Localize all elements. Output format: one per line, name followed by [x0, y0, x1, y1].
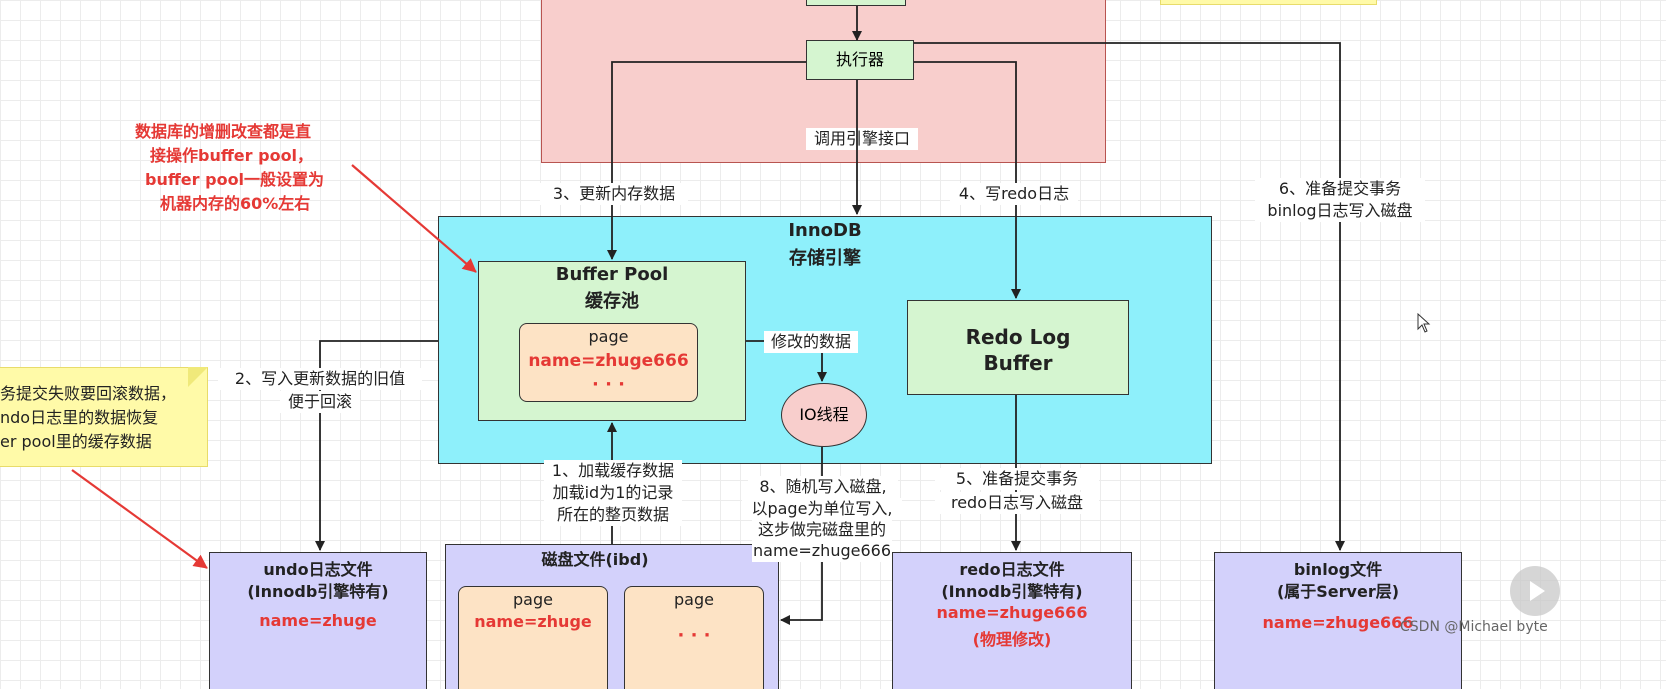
undo-file-value: name=zhuge [259, 611, 377, 630]
redo-log-buffer-line1: Redo Log [965, 325, 1071, 349]
redo-file-title: redo日志文件 [959, 560, 1065, 579]
play-icon [1530, 581, 1545, 601]
rollback-note-line1: 务提交失败要回滚数据， [0, 384, 177, 403]
step8-line2: 以page为单位写入, [742, 498, 902, 520]
binlog-file-box [1214, 552, 1462, 689]
step5-line2: redo日志写入磁盘 [935, 492, 1099, 514]
buffer-pool-note-line2: 接操作buffer pool， [150, 146, 314, 165]
rollback-note-box [0, 367, 208, 467]
buffer-pool-page-box [519, 323, 698, 402]
binlog-file-value: name=zhuge666 [1262, 613, 1414, 632]
undo-file-subtitle: (Innodb引擎特有) [247, 582, 389, 601]
disk-page2-box [624, 586, 764, 689]
step2-line1: 2、写入更新数据的旧值 [218, 368, 422, 390]
step8-line4: name=zhuge666 [752, 540, 892, 562]
yellow-tab [1160, 0, 1377, 5]
undo-file-box [209, 552, 427, 689]
call-engine-label: 调用引擎接口 [806, 128, 918, 150]
buffer-pool-page-label: page [588, 327, 629, 346]
io-thread-ellipse: IO线程 [781, 383, 867, 447]
watermark-text: CSDN @Michael byte [1400, 619, 1548, 635]
step1-line1: 1、加载缓存数据 [544, 460, 682, 482]
step1-line3: 所在的整页数据 [544, 504, 682, 526]
redo-file-value: name=zhuge666 [936, 603, 1088, 622]
buffer-pool-page-dots: · · · [591, 374, 626, 395]
buffer-pool-page-value: name=zhuge666 [528, 351, 689, 371]
redo-file-box [892, 552, 1132, 689]
buffer-pool-subtitle: 缓存池 [585, 291, 639, 312]
buffer-pool-note-line4: 机器内存的60%左右 [160, 194, 311, 213]
step8-line3: 这步做完磁盘里的 [752, 519, 892, 541]
step4-label: 4、写redo日志 [950, 183, 1078, 205]
disk-page1-label: page [513, 590, 553, 609]
innodb-subtitle: 存储引擎 [789, 248, 861, 269]
step1-line2: 加载id为1的记录 [544, 482, 682, 504]
innodb-title: InnoDB [788, 220, 862, 241]
step2-line2: 便于回滚 [280, 391, 360, 413]
disk-file-title: 磁盘文件(ibd) [541, 550, 649, 569]
redo-log-buffer-line2: Buffer [983, 351, 1053, 375]
rollback-note-line2: ndo日志里的数据恢复 [0, 408, 159, 427]
top-partial-box [806, 0, 906, 6]
rollback-note-line3: er pool里的缓存数据 [0, 432, 152, 451]
step8-line1: 8、随机写入磁盘, [748, 476, 898, 498]
modified-data-label: 修改的数据 [764, 331, 858, 353]
undo-file-title: undo日志文件 [263, 560, 373, 579]
executor-box: 执行器 [806, 40, 914, 80]
step6-line1: 6、准备提交事务 [1255, 178, 1425, 200]
binlog-file-subtitle: (属于Server层) [1276, 582, 1400, 601]
redo-log-buffer-box [907, 300, 1129, 395]
disk-page1-value: name=zhuge [474, 612, 592, 631]
disk-page2-dots: · · · [677, 625, 711, 646]
mouse-cursor-icon [1417, 313, 1431, 333]
play-button[interactable] [1510, 566, 1560, 616]
buffer-pool-title: Buffer Pool [555, 264, 669, 285]
redo-file-note: (物理修改) [972, 630, 1052, 649]
disk-page2-label: page [674, 590, 714, 609]
step5-line1: 5、准备提交事务 [935, 468, 1099, 490]
rollback-note-fold [188, 367, 208, 387]
redo-file-subtitle: (Innodb引擎特有) [941, 582, 1083, 601]
step6-line2: binlog日志写入磁盘 [1255, 200, 1425, 222]
step3-label: 3、更新内存数据 [540, 183, 688, 205]
binlog-file-title: binlog文件 [1293, 560, 1383, 579]
buffer-pool-note-line1: 数据库的增删改查都是直 [135, 122, 312, 141]
disk-page1-box [458, 586, 608, 689]
buffer-pool-note-line3: buffer pool一般设置为 [145, 170, 325, 189]
